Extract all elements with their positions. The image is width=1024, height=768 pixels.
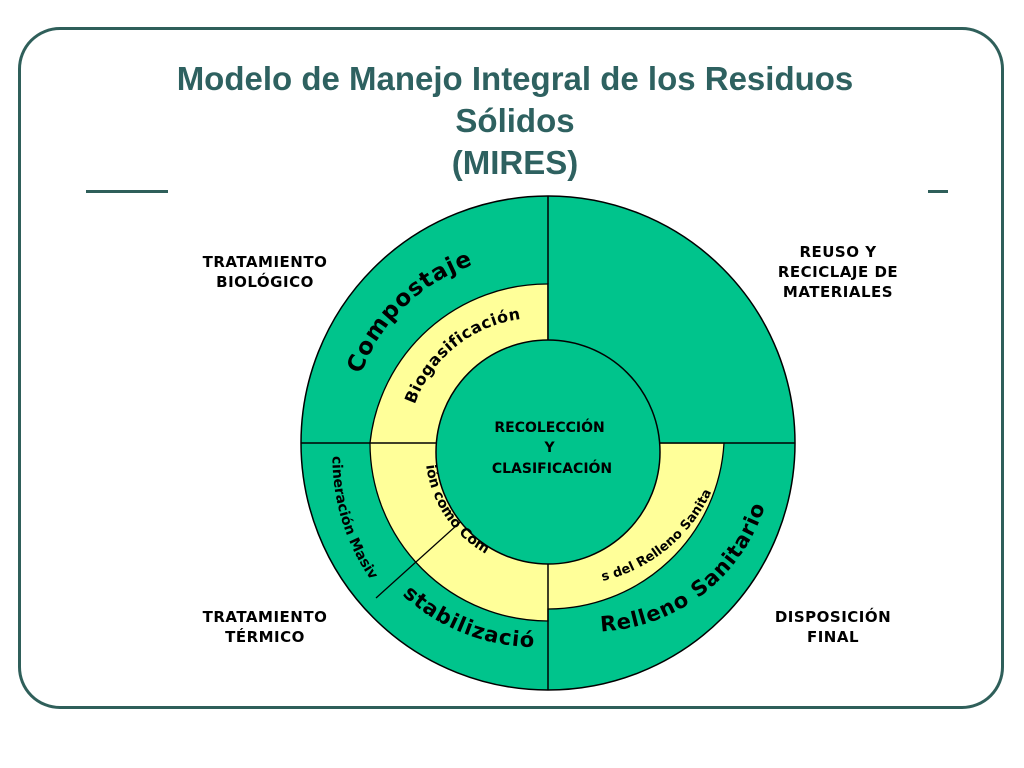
center-text-line: CLASIFICACIÓN xyxy=(492,459,612,477)
center-text-line: RECOLECCIÓN xyxy=(494,418,604,436)
label-tratamiento-termico: TRATAMIENTO TÉRMICO xyxy=(180,607,350,647)
label-line: MATERIALES xyxy=(782,283,894,301)
title-line-1: Modelo de Manejo Integral de los Residuo… xyxy=(176,60,854,97)
label-disposicion-final: DISPOSICIÓN FINAL xyxy=(758,607,908,647)
label-line: RECICLAJE DE xyxy=(777,263,899,281)
center-text-line: Y xyxy=(543,440,555,456)
center-text: RECOLECCIÓN Y CLASIFICACIÓN xyxy=(492,418,612,477)
title-rule-right xyxy=(928,190,948,193)
label-line: TRATAMIENTO xyxy=(202,608,328,626)
label-tratamiento-biologico: TRATAMIENTO BIOLÓGICO xyxy=(180,252,350,292)
slide-frame xyxy=(18,27,1004,709)
label-reuso-reciclaje: REUSO Y RECICLAJE DE MATERIALES xyxy=(748,242,928,302)
label-line: TÉRMICO xyxy=(225,628,305,646)
title-line-3: (MIRES) xyxy=(451,144,579,181)
center-circle xyxy=(435,339,661,565)
label-line: DISPOSICIÓN xyxy=(774,608,892,626)
title-line-2: Sólidos xyxy=(455,102,575,139)
slide-title: Modelo de Manejo Integral de los Residuo… xyxy=(90,58,940,184)
label-line: TRATAMIENTO xyxy=(202,253,328,271)
label-line: FINAL xyxy=(806,628,860,646)
label-line: BIOLÓGICO xyxy=(216,273,314,291)
title-rule-left xyxy=(86,190,168,193)
label-line: REUSO Y xyxy=(799,243,877,261)
